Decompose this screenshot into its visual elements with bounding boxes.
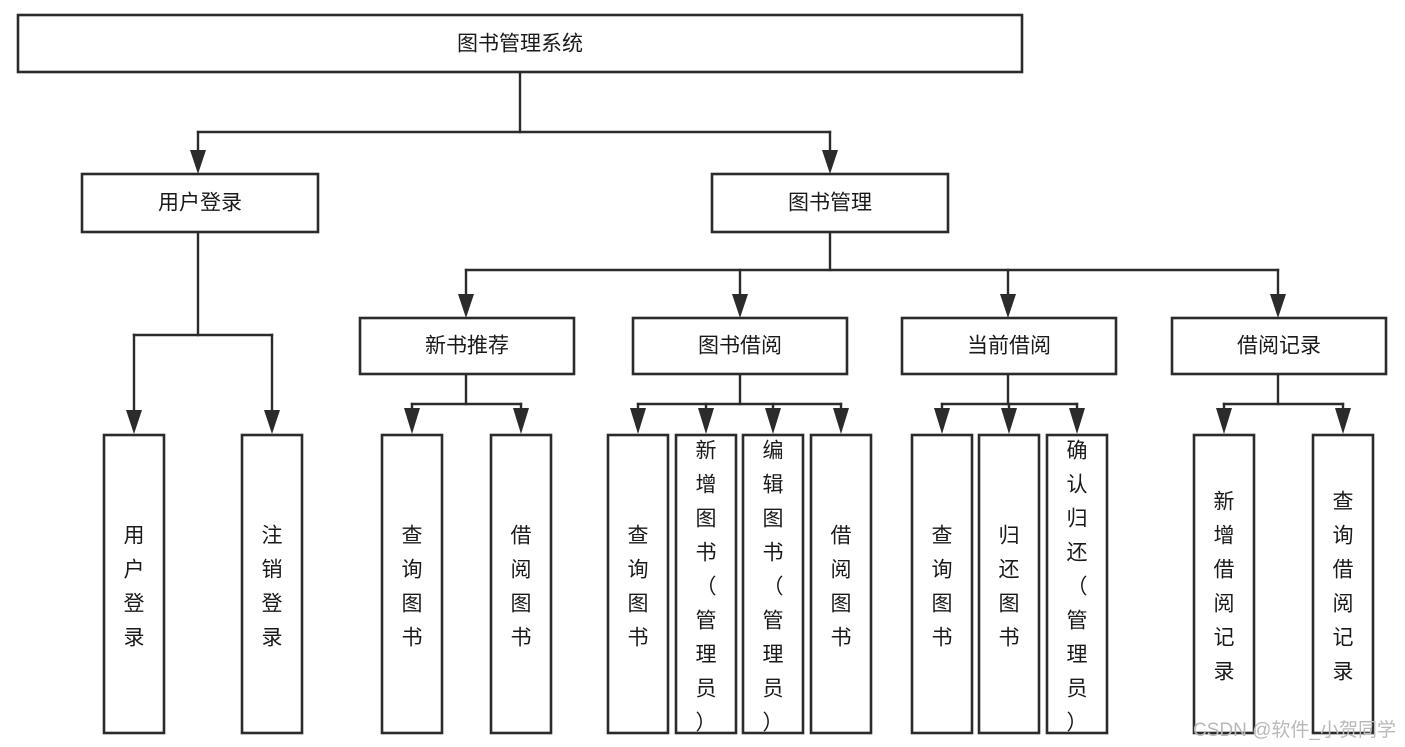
node-leaf-borrow-book-2-box[interactable] [809,433,873,735]
node-borrow-record-label: 借阅记录 [1237,335,1321,358]
node-new-book-recommend-label: 新书推荐 [425,335,509,358]
node-current-borrow[interactable]: 当前借阅 [900,316,1118,376]
node-book-borrow[interactable]: 图书借阅 [631,316,849,376]
node-book-management-label: 图书管理 [788,192,872,215]
node-leaf-borrow-book-2[interactable]: 借阅图书 [809,433,873,735]
node-leaf-edit-book-box[interactable] [741,433,805,735]
arrow-head-current-borrow [1000,294,1016,318]
arrow-head-new-book-recommend [458,294,474,318]
node-leaf-user-logout-label: 注销登录 [262,525,283,650]
node-leaf-user-logout-box[interactable] [240,433,304,735]
node-leaf-query-book-1[interactable]: 查询图书 [380,433,444,735]
arrow-head-user-login [190,150,206,174]
node-leaf-return-book-box[interactable] [977,433,1041,735]
node-root[interactable]: 图书管理系统 [16,13,1024,74]
node-book-borrow-label: 图书借阅 [698,335,782,358]
node-leaf-return-book[interactable]: 归还图书 [977,433,1041,735]
arrow-head-leaf-query-book-2 [630,408,646,434]
arrow-head-book-borrow [732,294,748,318]
arrow-head-book-management [822,150,838,174]
arrow-head-leaf-query-record [1335,408,1351,434]
arrow-head-leaf-borrow-book-1 [513,408,529,434]
node-leaf-query-book-2-box[interactable] [606,433,670,735]
node-leaf-query-book-1-box[interactable] [380,433,444,735]
arrow-head-leaf-return-book [1001,408,1017,434]
node-leaf-add-book-label: 新增图书（管理员） [696,440,717,735]
node-leaf-query-book-1-label: 查询图书 [402,525,423,650]
node-leaf-query-book-3[interactable]: 查询图书 [910,433,974,735]
node-user-login-box[interactable] [80,172,320,234]
arrow-head-leaf-user-login [126,410,142,434]
node-new-book-recommend[interactable]: 新书推荐 [358,316,576,376]
node-leaf-confirm-return-box[interactable] [1045,433,1109,735]
node-root-label: 图书管理系统 [457,33,583,56]
node-borrow-record[interactable]: 借阅记录 [1170,316,1388,376]
connector-layer [126,70,1351,434]
node-leaf-query-record-box[interactable] [1311,433,1375,735]
node-leaf-query-record[interactable]: 查询借阅记录 [1311,433,1375,735]
node-leaf-add-record[interactable]: 新增借阅记录 [1192,433,1256,735]
node-new-book-recommend-box[interactable] [358,316,576,376]
node-book-management-box[interactable] [710,172,950,234]
node-leaf-add-record-box[interactable] [1192,433,1256,735]
node-borrow-record-box[interactable] [1170,316,1388,376]
node-leaf-query-book-3-box[interactable] [910,433,974,735]
node-leaf-query-record-label: 查询借阅记录 [1333,491,1354,684]
node-current-borrow-box[interactable] [900,316,1118,376]
arrow-head-leaf-user-logout [264,410,280,434]
node-leaf-borrow-book-2-label: 借阅图书 [831,525,852,650]
node-leaf-user-login-label: 用户登录 [124,525,145,650]
node-leaf-confirm-return-label: 确认归还（管理员） [1067,440,1088,735]
node-user-login-label: 用户登录 [158,192,242,215]
node-leaf-user-logout[interactable]: 注销登录 [240,433,304,735]
node-leaf-query-book-3-label: 查询图书 [932,525,953,650]
node-book-management[interactable]: 图书管理 [710,172,950,234]
watermark-label: CSDN @软件_小贺同学 [1193,719,1396,741]
node-leaf-user-login-box[interactable] [102,433,166,735]
node-leaf-borrow-book-1-box[interactable] [489,433,553,735]
arrow-head-leaf-add-record [1216,408,1232,434]
node-leaf-add-record-label: 新增借阅记录 [1214,491,1235,684]
node-leaf-borrow-book-1[interactable]: 借阅图书 [489,433,553,735]
node-leaf-return-book-label: 归还图书 [999,525,1020,650]
node-leaf-confirm-return[interactable]: 确认归还（管理员） [1045,433,1109,735]
node-leaf-borrow-book-1-label: 借阅图书 [511,525,532,650]
node-leaf-add-book[interactable]: 新增图书（管理员） [674,433,738,735]
node-root-box[interactable] [16,13,1024,74]
node-current-borrow-label: 当前借阅 [967,335,1051,358]
arrow-head-leaf-query-book-3 [934,408,950,434]
arrow-head-leaf-edit-book [765,408,781,434]
node-leaf-edit-book[interactable]: 编辑图书（管理员） [741,433,805,735]
arrow-head-leaf-query-book-1 [404,408,420,434]
arrow-head-leaf-confirm-return [1069,408,1085,434]
node-user-login[interactable]: 用户登录 [80,172,320,234]
arrow-head-leaf-add-book [698,408,714,434]
node-leaf-query-book-2-label: 查询图书 [628,525,649,650]
node-leaf-add-book-box[interactable] [674,433,738,735]
node-leaf-edit-book-label: 编辑图书（管理员） [763,440,784,735]
arrow-head-leaf-borrow-book-2 [833,408,849,434]
arrow-head-borrow-record [1270,294,1286,318]
node-leaf-user-login[interactable]: 用户登录 [102,433,166,735]
node-leaf-query-book-2[interactable]: 查询图书 [606,433,670,735]
node-book-borrow-box[interactable] [631,316,849,376]
